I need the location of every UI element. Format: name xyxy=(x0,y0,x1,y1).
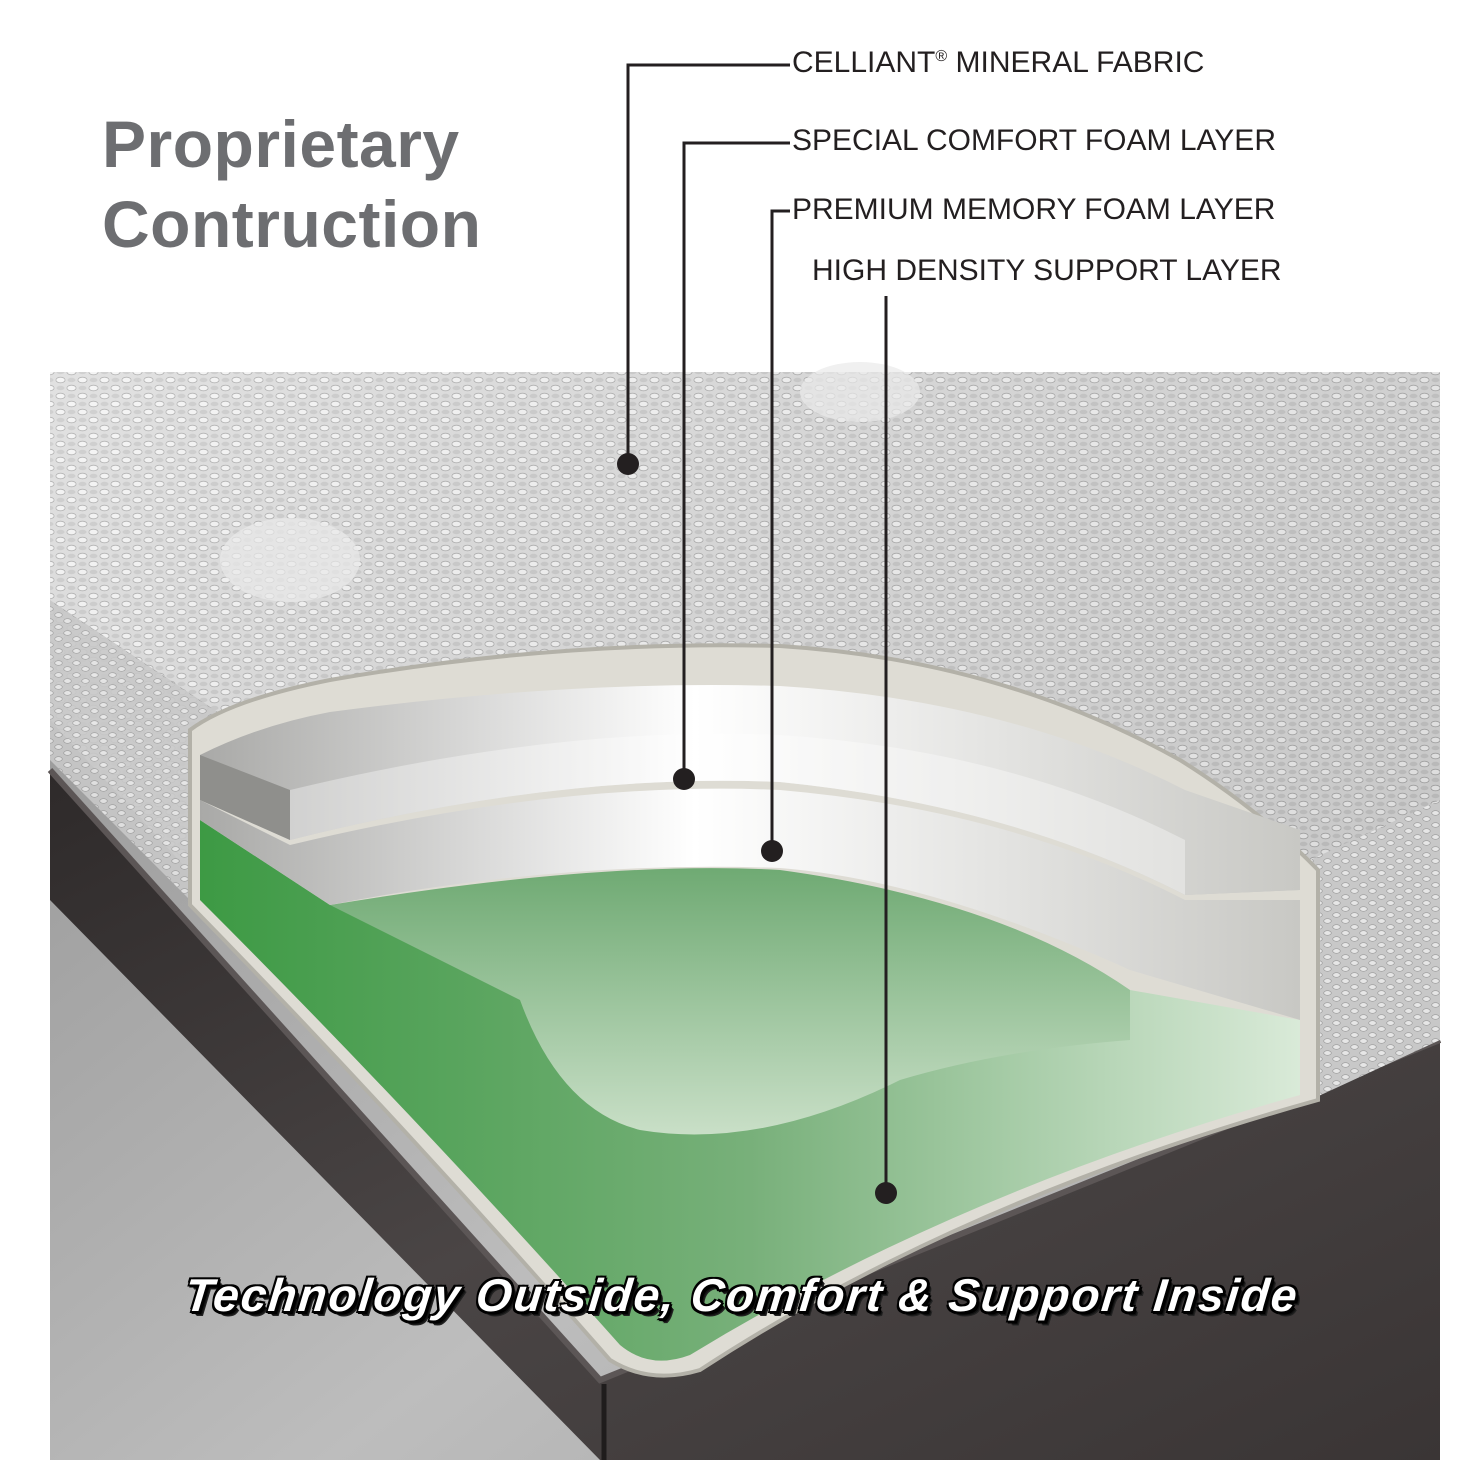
page-title: Proprietary Contruction xyxy=(102,104,481,264)
leader-line-memory xyxy=(770,209,790,850)
title-line-2: Contruction xyxy=(102,187,482,261)
title-line-1: Proprietary xyxy=(102,107,460,181)
callout-high-density-support: HIGH DENSITY SUPPORT LAYER xyxy=(812,254,1282,287)
callout-special-comfort-foam: SPECIAL COMFORT FOAM LAYER xyxy=(792,124,1276,157)
leader-line-comfort xyxy=(682,141,790,778)
comfort-foam-face-shadow xyxy=(200,755,290,840)
leader-dots xyxy=(617,453,897,1204)
memory-foam-layer xyxy=(200,788,1300,1020)
mattress-side-border xyxy=(50,600,230,900)
comfort-foam-layer xyxy=(200,685,1300,895)
callout-celliant-mineral-fabric: CELLIANT® MINERAL FABRIC xyxy=(792,46,1204,80)
leader-line-fabric xyxy=(626,63,790,462)
tagline: Technology Outside, Comfort & Support In… xyxy=(182,1269,1302,1321)
leader-dot-support xyxy=(875,1182,897,1204)
callout-fabric-text: CELLIANT xyxy=(792,46,936,79)
leader-lines xyxy=(626,63,888,1192)
callout-fabric-suffix: MINERAL FABRIC xyxy=(947,46,1205,79)
support-foam-inner xyxy=(330,868,1130,1135)
leader-dot-comfort xyxy=(673,768,695,790)
cover-logo-medallion xyxy=(800,362,920,422)
registered-mark: ® xyxy=(935,48,948,65)
bed-frame xyxy=(50,770,1440,1460)
mattress-right-side xyxy=(1310,800,1440,1100)
cover-logo-medallion xyxy=(220,518,360,602)
leader-dot-memory xyxy=(761,840,783,862)
leader-dot-fabric xyxy=(617,453,639,475)
bed-frame-top-edge xyxy=(47,767,1442,1384)
comfort-foam-band-shadow xyxy=(290,733,1185,895)
callout-premium-memory-foam: PREMIUM MEMORY FOAM LAYER xyxy=(792,193,1276,226)
